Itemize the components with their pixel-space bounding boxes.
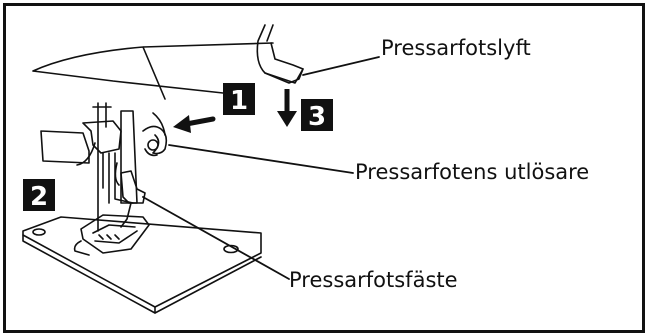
leader-presser-foot-release <box>168 144 354 174</box>
presser-foot-diagram: 1 3 2 Pressarfotslyft Pressarfotens utlö… <box>22 24 589 314</box>
needle-plate <box>22 216 262 308</box>
step-badge-2: 2 <box>23 179 55 212</box>
label-presser-foot-lifter: Pressarfotslyft <box>381 36 531 60</box>
arrow-down-icon <box>277 89 297 127</box>
presser-foot <box>80 214 150 254</box>
step-badge-3: 3 <box>301 99 333 132</box>
presser-foot-holder <box>120 170 146 204</box>
diagram-frame: 1 3 2 Pressarfotslyft Pressarfotens utlö… <box>3 3 645 333</box>
label-presser-foot-release: Pressarfotens utlösare <box>355 160 589 184</box>
leader-presser-foot-lifter <box>302 56 380 76</box>
label-presser-foot-holder: Pressarfotsfäste <box>289 268 458 292</box>
needle-clamp <box>40 130 90 164</box>
presser-bar <box>92 102 112 232</box>
leader-presser-foot-holder <box>142 196 290 280</box>
step-badge-1: 1 <box>223 83 255 116</box>
step-number-1: 1 <box>230 86 248 116</box>
arrow-left-icon <box>173 115 216 133</box>
step-number-2: 2 <box>30 182 48 212</box>
step-number-3: 3 <box>308 102 326 132</box>
machine-head-outline <box>32 42 274 100</box>
presser-foot-lifter-lever <box>256 24 304 84</box>
